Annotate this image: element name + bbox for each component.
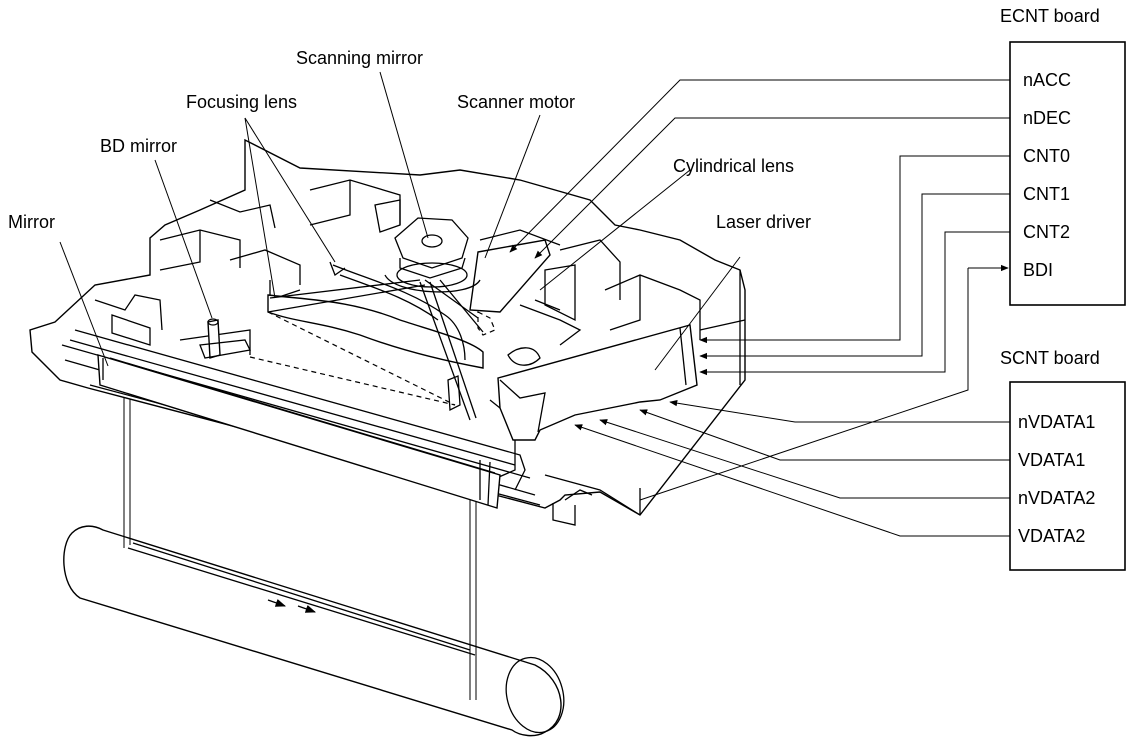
label-mirror: Mirror <box>8 212 55 232</box>
reflecting-mirror <box>69 329 526 509</box>
focusing-lens-part <box>249 261 484 412</box>
ecnt-signal-bdi: BDI <box>1023 260 1053 280</box>
ecnt-signal-nacc: nACC <box>1023 70 1071 90</box>
label-leaders <box>59 71 741 371</box>
polygon-mirror-motor <box>267 217 551 421</box>
laser-driver-board <box>497 324 698 441</box>
signal-wires <box>509 79 1010 537</box>
photosensitive-drum <box>63 525 565 737</box>
label-cylindrical-lens: Cylindrical lens <box>673 156 794 176</box>
bd-mirror-part <box>199 318 251 359</box>
ecnt-signal-ndec: nDEC <box>1023 108 1071 128</box>
scnt-board <box>1009 381 1126 571</box>
ecnt-signal-cnt2: CNT2 <box>1023 222 1070 242</box>
label-laser-driver: Laser driver <box>716 212 811 232</box>
scnt-signal-nvdata2: nVDATA2 <box>1018 488 1095 508</box>
scnt-signal-vdata1: VDATA1 <box>1018 450 1085 470</box>
label-scanner-motor: Scanner motor <box>457 92 575 112</box>
label-focusing-lens: Focusing lens <box>186 92 297 112</box>
ecnt-board-title: ECNT board <box>1000 6 1100 26</box>
scnt-signal-vdata2: VDATA2 <box>1018 526 1085 546</box>
label-scanning-mirror: Scanning mirror <box>296 48 423 68</box>
label-bd-mirror: BD mirror <box>100 136 177 156</box>
ecnt-signal-cnt1: CNT1 <box>1023 184 1070 204</box>
scnt-board-title: SCNT board <box>1000 348 1100 368</box>
ecnt-signal-cnt0: CNT0 <box>1023 146 1070 166</box>
ecnt-board <box>1009 41 1126 306</box>
scnt-signal-nvdata1: nVDATA1 <box>1018 412 1095 432</box>
